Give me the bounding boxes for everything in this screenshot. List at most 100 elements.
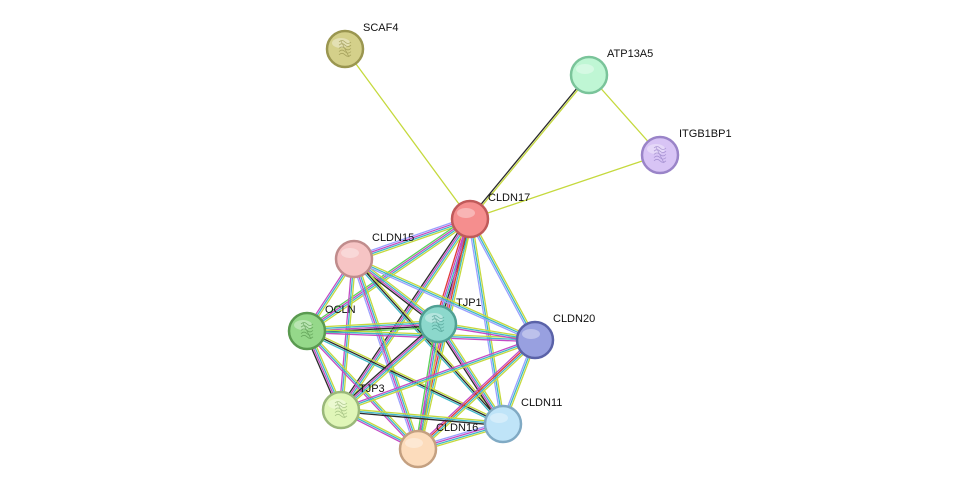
- edge-channel-textmining: [419, 323, 442, 451]
- edge-channel-textmining: [439, 321, 506, 424]
- edge-channel-fusion: [416, 338, 536, 450]
- edge-channel-coexpression: [306, 330, 504, 425]
- edge-cldn17-cldn20[interactable]: [467, 217, 538, 342]
- node-label: TJP3: [359, 383, 385, 395]
- edge-channel-textmining: [340, 407, 504, 423]
- edge-channel-textmining: [470, 217, 538, 340]
- edge-ocln-cldn11[interactable]: [305, 328, 505, 427]
- node-label: SCAF4: [363, 22, 398, 34]
- node-scaf4[interactable]: SCAF4: [325, 22, 398, 69]
- node-label: CLDN20: [553, 313, 595, 325]
- edge-itgb1bp1-cldn17[interactable]: [469, 154, 661, 220]
- node-circle[interactable]: [398, 429, 438, 469]
- edge-channel-textmining: [306, 328, 536, 339]
- protein-structure-icon: [338, 40, 352, 58]
- edge-channel-homology: [352, 215, 470, 258]
- node-highlight: [405, 438, 423, 448]
- node-cldn17[interactable]: CLDN17: [450, 192, 530, 239]
- node-circle[interactable]: [450, 199, 490, 239]
- node-highlight: [522, 329, 540, 339]
- node-tjp1[interactable]: TJP1: [418, 297, 482, 344]
- node-highlight: [457, 208, 475, 218]
- node-label: ATP13A5: [607, 48, 653, 60]
- edge-channel-textmining: [419, 341, 538, 452]
- node-circle[interactable]: [515, 320, 555, 360]
- node-atp13a5[interactable]: ATP13A5: [569, 48, 653, 95]
- edge-channel-experiments: [339, 217, 470, 411]
- edge-cldn15-cldn20[interactable]: [352, 256, 537, 343]
- node-cldn20[interactable]: CLDN20: [515, 313, 595, 360]
- edge-channel-textmining: [306, 319, 439, 329]
- edge-tjp1-cldn16[interactable]: [414, 322, 442, 451]
- edge-channel-textmining: [354, 256, 537, 340]
- edge-channel-textmining: [340, 340, 537, 413]
- edge-channel-neighborhood: [304, 216, 470, 330]
- edge-channel-experiments: [353, 217, 471, 259]
- node-highlight: [490, 413, 508, 423]
- edge-channel-database: [340, 339, 536, 411]
- node-circle[interactable]: [334, 239, 374, 279]
- edge-channel-database: [418, 323, 440, 450]
- node-highlight: [341, 248, 359, 258]
- edge-channel-database: [353, 219, 471, 261]
- edge-channel-textmining: [342, 325, 441, 413]
- edge-channel-homology: [350, 259, 417, 451]
- edge-channel-homology: [352, 259, 535, 343]
- edge-channel-neighborhood: [414, 322, 437, 450]
- edge-channel-database: [417, 339, 537, 451]
- node-cldn16[interactable]: CLDN16: [398, 422, 478, 469]
- edge-tjp3-cldn11[interactable]: [340, 407, 504, 427]
- edge-channel-textmining: [344, 48, 471, 220]
- node-circle[interactable]: [483, 404, 523, 444]
- edge-tjp1-tjp3[interactable]: [338, 321, 441, 413]
- edge-channel-experiments: [339, 337, 536, 410]
- edge-cldn20-cldn16[interactable]: [415, 337, 538, 452]
- edge-channel-coexpression: [338, 321, 437, 409]
- edge-channel-database: [306, 321, 439, 330]
- edge-channel-database: [469, 218, 536, 341]
- edge-channel-homology: [467, 218, 502, 425]
- edge-channel-experiments: [415, 337, 534, 448]
- edge-channel-experiments: [416, 323, 438, 450]
- edge-channel-database: [305, 331, 503, 427]
- edge-channel-database: [438, 322, 505, 425]
- edge-channel-coexpression: [340, 411, 504, 427]
- edge-channel-homology: [467, 219, 535, 342]
- edge-channel-textmining: [470, 74, 591, 221]
- node-label: OCLN: [325, 304, 356, 316]
- node-tjp3[interactable]: TJP3: [321, 383, 385, 430]
- protein-structure-icon: [334, 401, 348, 419]
- node-label: CLDN15: [372, 232, 414, 244]
- protein-structure-icon: [300, 322, 314, 340]
- edge-channel-database: [340, 409, 504, 425]
- edge-channel-textmining: [469, 154, 661, 220]
- edge-atp13a5-cldn17[interactable]: [468, 73, 591, 221]
- edge-tjp1-cldn11[interactable]: [435, 321, 506, 427]
- protein-structure-icon: [653, 146, 667, 164]
- node-cldn15[interactable]: CLDN15: [334, 232, 414, 279]
- node-label: ITGB1BP1: [679, 128, 732, 140]
- edge-channel-database: [353, 258, 536, 341]
- node-label: CLDN16: [436, 422, 478, 434]
- edge-channel-database: [469, 218, 504, 425]
- edge-cldn20-tjp3[interactable]: [339, 337, 537, 413]
- protein-structure-icon: [431, 315, 445, 333]
- node-cldn11[interactable]: CLDN11: [483, 397, 562, 444]
- edge-channel-textmining: [307, 328, 505, 424]
- node-label: CLDN11: [521, 397, 562, 409]
- edge-channel-coexpression: [468, 73, 589, 220]
- node-label: TJP1: [456, 297, 482, 309]
- edge-channel-experiments: [436, 323, 503, 426]
- node-label: CLDN17: [488, 192, 530, 204]
- node-highlight: [576, 64, 594, 74]
- edge-scaf4-cldn17[interactable]: [344, 48, 471, 220]
- edge-channel-experiments: [339, 322, 439, 411]
- edge-channel-database: [340, 323, 440, 412]
- node-circle[interactable]: [569, 55, 609, 95]
- node-itgb1bp1[interactable]: ITGB1BP1: [640, 128, 732, 175]
- node-ocln[interactable]: OCLN: [287, 304, 356, 351]
- edge-channel-coexpression: [435, 324, 502, 427]
- edge-channel-database: [306, 219, 472, 333]
